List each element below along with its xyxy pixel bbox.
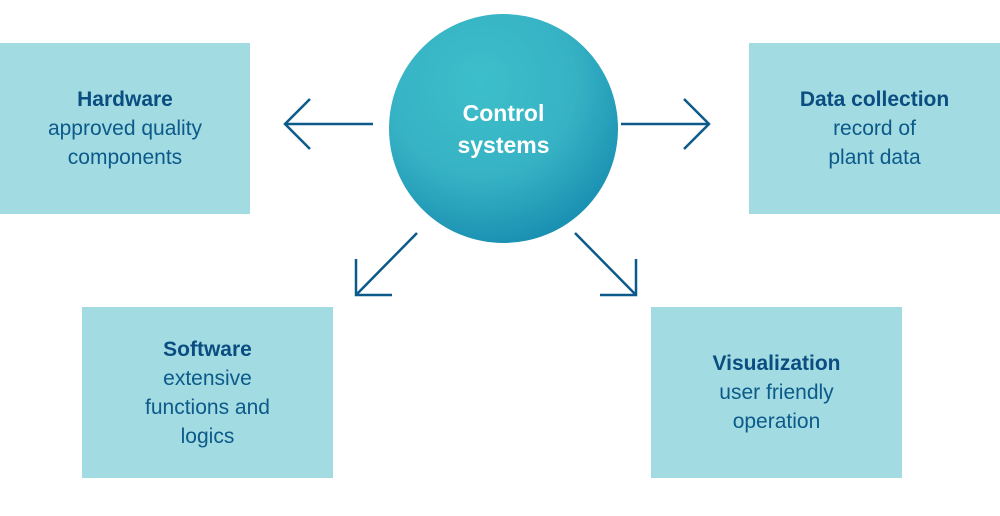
hub-label: Control systems [457,99,550,158]
data-collection-title: Data collection [799,88,950,111]
hardware-title: Hardware [77,88,173,111]
arrow-to-software [354,232,418,297]
arrow-to-hardware [283,98,373,150]
software-box: Software extensive functions and logics [82,307,333,478]
software-title: Software [163,337,252,361]
control-systems-hub: Control systems [389,14,618,243]
data-collection-box: Data collection record of plant data [749,43,1000,214]
software-description: extensive functions and logics [145,366,270,448]
visualization-title: Visualization [712,352,841,375]
arrow-to-visualization [574,232,638,297]
hardware-box: Hardware approved quality components [0,43,250,214]
arrow-to-data-collection [621,98,711,150]
data-collection-description: record of plant data [828,117,921,169]
hardware-description: approved quality components [47,117,203,169]
visualization-box: Visualization user friendly operation [651,307,902,478]
visualization-description: user friendly operation [719,381,834,433]
